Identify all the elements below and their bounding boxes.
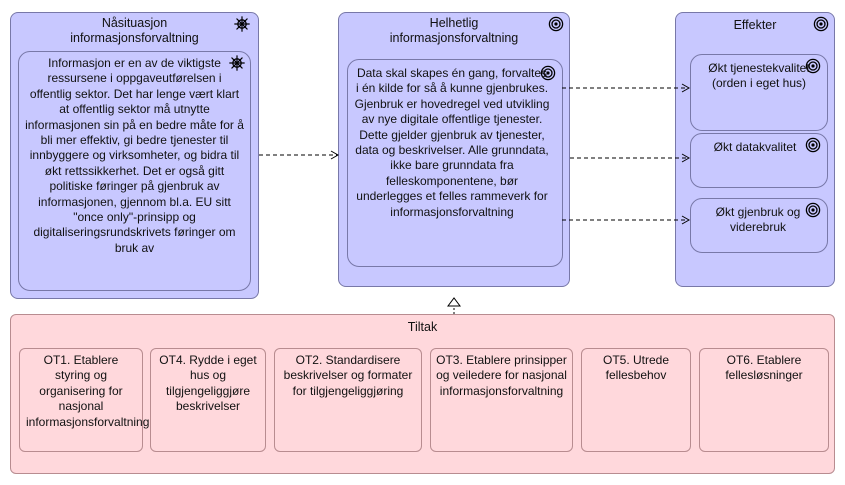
group-helhetlig[interactable]: Helhetlig informasjonsforvaltning Data s…: [338, 12, 570, 287]
group-title: Tiltak: [407, 320, 438, 334]
driver-text: Informasjon er en av de viktigste ressur…: [25, 56, 244, 255]
action-label: OT6. Etablere fellesløsninger: [725, 353, 803, 383]
action-item[interactable]: OT4. Rydde i eget hus og tilgjengeliggjø…: [150, 348, 266, 452]
action-item[interactable]: OT6. Etablere fellesløsninger: [699, 348, 829, 452]
effect-label: Økt datakvalitet: [713, 140, 797, 154]
realization-triangle: [447, 297, 461, 307]
action-label: OT1. Etablere styring og organisering fo…: [26, 353, 150, 429]
driver-informasjon[interactable]: Informasjon er en av de viktigste ressur…: [18, 51, 251, 291]
target-icon: [548, 16, 564, 32]
effect-label: Økt tjenestekvalitet (orden i eget hus): [708, 61, 810, 91]
action-label: OT5. Utrede fellesbehov: [602, 353, 670, 383]
effect-item[interactable]: Økt tjenestekvalitet (orden i eget hus): [690, 54, 828, 131]
group-tiltak[interactable]: Tiltak OT1. Etablere styring og organise…: [10, 314, 835, 474]
action-label: OT2. Standardisere beskrivelser og forma…: [283, 353, 413, 398]
action-label: OT3. Etablere prinsipper og veiledere fo…: [436, 353, 567, 398]
target-icon: [813, 16, 829, 32]
group-title: Effekter: [733, 18, 777, 32]
effect-item[interactable]: Økt datakvalitet: [690, 133, 828, 188]
group-effekter[interactable]: Effekter Økt tjenestekvalitet (orden i e…: [675, 12, 835, 287]
group-title: Nåsituasjon informasjonsforvaltning: [70, 16, 199, 45]
action-item[interactable]: OT3. Etablere prinsipper og veiledere fo…: [430, 348, 573, 452]
group-title: Helhetlig informasjonsforvaltning: [389, 16, 519, 45]
action-item[interactable]: OT1. Etablere styring og organisering fo…: [19, 348, 150, 452]
action-item[interactable]: OT2. Standardisere beskrivelser og forma…: [274, 348, 422, 452]
goal-helhetlig[interactable]: Data skal skapes én gang, forvaltes i én…: [347, 59, 563, 267]
effect-item[interactable]: Økt gjenbruk og viderebruk: [690, 198, 828, 253]
group-nasituasjon[interactable]: Nåsituasjon informasjonsforvaltning Info…: [10, 12, 259, 299]
goal-text: Data skal skapes én gang, forvaltes i én…: [354, 66, 550, 219]
helm-icon: [234, 16, 250, 32]
action-item[interactable]: OT5. Utrede fellesbehov: [581, 348, 691, 452]
effect-label: Økt gjenbruk og viderebruk: [715, 205, 801, 235]
action-label: OT4. Rydde i eget hus og tilgjengeliggjø…: [159, 353, 257, 414]
